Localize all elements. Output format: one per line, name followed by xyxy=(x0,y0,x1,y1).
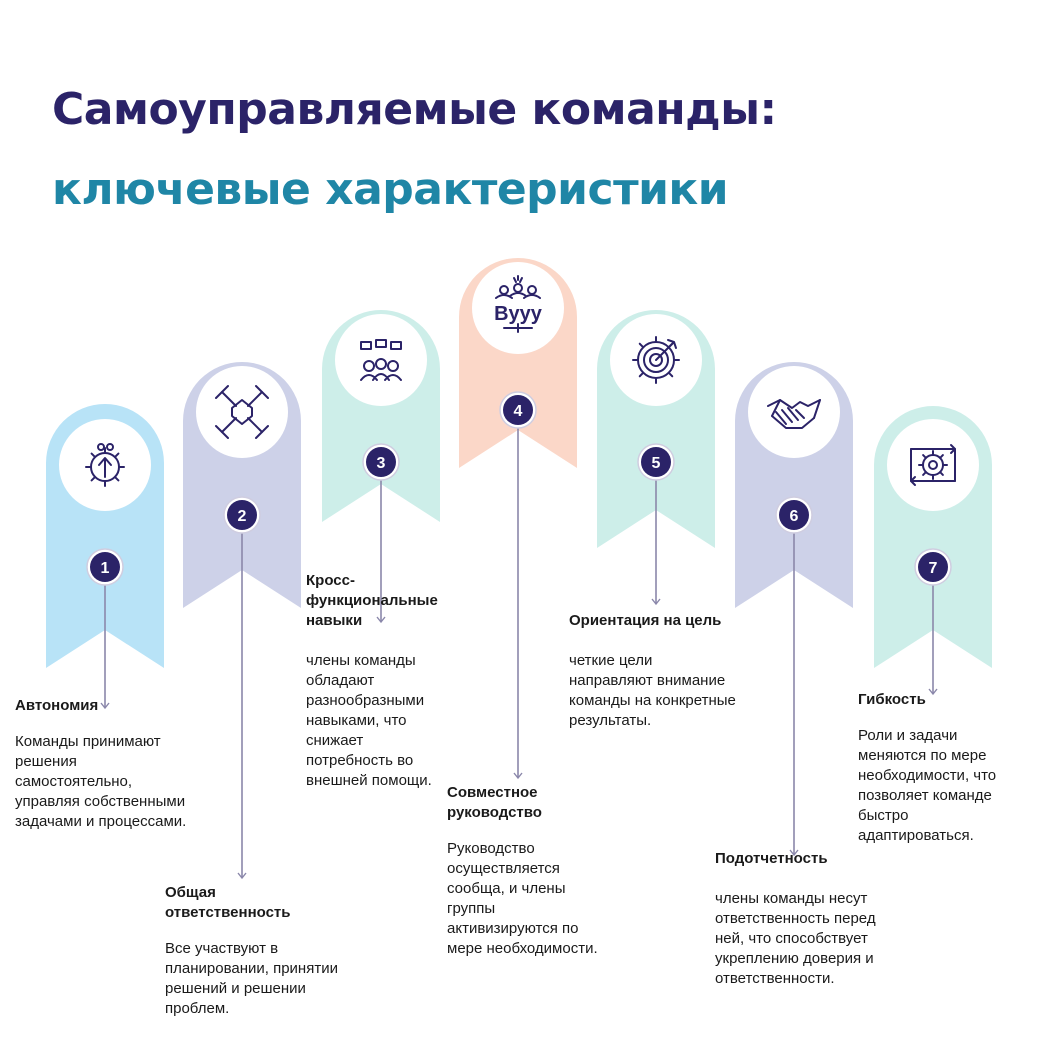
number-7: 7 xyxy=(929,560,938,577)
connector-arrow-3 xyxy=(376,616,386,624)
item-3-heading: Кросс-функциональные навыки xyxy=(306,572,438,629)
item-1-description: Команды принимают решения самостоятельно… xyxy=(15,733,187,830)
item-5-description: четкие цели направляют внимание команды … xyxy=(569,652,736,729)
item-2-heading: Общая ответственность xyxy=(165,884,291,921)
number-badges: 1 2 3 4 5 6 7 xyxy=(86,391,952,586)
title-line-1: Самоуправляемые команды: xyxy=(52,84,777,135)
connector-arrow-2 xyxy=(237,872,247,880)
hands-together-icon xyxy=(196,366,288,458)
connector-lines xyxy=(100,426,938,880)
handshake-icon xyxy=(748,366,840,458)
number-badge-3: 3 xyxy=(362,443,400,481)
connector-arrow-6 xyxy=(789,849,799,857)
number-6: 6 xyxy=(790,508,799,525)
number-1: 1 xyxy=(101,560,110,577)
number-2: 2 xyxy=(238,508,247,525)
number-4: 4 xyxy=(514,403,523,420)
gear-upload-icon xyxy=(59,419,151,511)
item-3-text: Кросс-функциональные навыки члены команд… xyxy=(306,571,454,791)
connector-arrow-5 xyxy=(651,598,661,606)
team-ideas-icon: Вууу xyxy=(472,262,564,354)
item-2-text: Общая ответственность Все участвуют в пл… xyxy=(165,883,345,1019)
connector-arrow-1 xyxy=(100,702,110,710)
item-2-description: Все участвуют в планировании, принятии р… xyxy=(165,940,338,1017)
title-line-2: ключевые характеристики xyxy=(52,164,729,215)
item-6-text: Подотчетность члены команды несут ответс… xyxy=(715,849,895,989)
target-gear-icon xyxy=(610,314,702,406)
number-badge-6: 6 xyxy=(775,496,813,534)
gear-arrows-icon xyxy=(887,419,979,511)
item-6-heading: Подотчетность xyxy=(715,850,828,867)
item-5-text: Ориентация на цель четкие цели направляю… xyxy=(569,611,739,731)
number-badge-4: 4 xyxy=(499,391,537,429)
number-badge-5: 5 xyxy=(637,443,675,481)
item-5-heading: Ориентация на цель xyxy=(569,612,722,629)
team-ideas-icon-caption: Вууу xyxy=(494,303,543,325)
item-4-heading: Совместное руководство xyxy=(447,784,542,821)
number-badge-7: 7 xyxy=(914,548,952,586)
item-4-text: Совместное руководство Руководство осуще… xyxy=(447,783,607,959)
icons: Вууу xyxy=(59,262,979,511)
number-badge-2: 2 xyxy=(223,496,261,534)
item-1-heading: Автономия xyxy=(15,697,99,714)
connector-arrow-4 xyxy=(513,772,523,780)
number-5: 5 xyxy=(652,455,661,472)
item-7-heading: Гибкость xyxy=(858,691,926,708)
item-6-description: члены команды несут ответственность пере… xyxy=(715,890,876,987)
item-7-description: Роли и задачи меняются по мере необходим… xyxy=(858,727,997,844)
item-1-text: Автономия Команды принимают решения само… xyxy=(15,696,195,832)
connector-arrow-7 xyxy=(928,688,938,696)
item-3-description: члены команды обладают разнообразными на… xyxy=(306,652,432,789)
number-3: 3 xyxy=(377,455,386,472)
item-7-text: Гибкость Роли и задачи меняются по мере … xyxy=(858,690,1028,846)
team-discussion-icon xyxy=(335,314,427,406)
number-badge-1: 1 xyxy=(86,548,124,586)
item-4-description: Руководство осуществляется сообща, и чле… xyxy=(447,840,598,957)
